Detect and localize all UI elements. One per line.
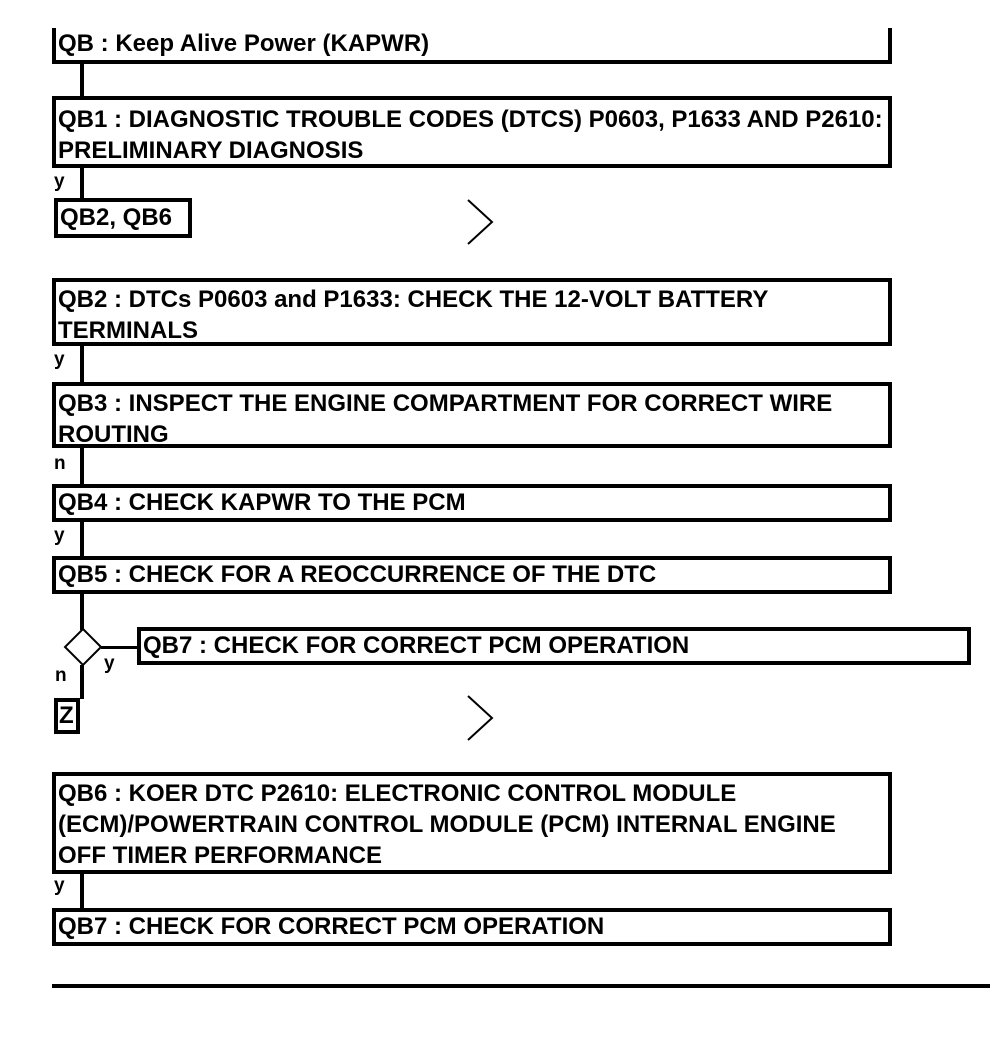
qb6-out-label: y bbox=[54, 875, 65, 896]
qb7-text: QB7 : CHECK FOR CORRECT PCM OPERATION bbox=[58, 913, 605, 940]
page-continue-icon bbox=[467, 199, 494, 245]
qb1-box: QB1 : DIAGNOSTIC TROUBLE CODES (DTCS) P0… bbox=[52, 96, 892, 168]
z-result-box: Z bbox=[54, 698, 80, 734]
connector bbox=[80, 522, 84, 558]
decision-no-label: n bbox=[55, 665, 67, 686]
decision-yes-label: y bbox=[104, 653, 115, 674]
connector bbox=[80, 874, 84, 910]
z-result: Z bbox=[59, 702, 74, 729]
connector bbox=[80, 665, 84, 699]
qb-title: QB : Keep Alive Power (KAPWR) bbox=[58, 30, 430, 57]
page-continue-icon bbox=[467, 695, 494, 741]
qb2-text: QB2 : DTCs P0603 and P1633: CHECK THE 12… bbox=[58, 286, 768, 344]
decision-diamond bbox=[63, 627, 103, 667]
qb4-text: QB4 : CHECK KAPWR TO THE PCM bbox=[58, 489, 466, 516]
qb7-branch-box: QB7 : CHECK FOR CORRECT PCM OPERATION bbox=[137, 627, 971, 665]
qb5-box: QB5 : CHECK FOR A REOCCURRENCE OF THE DT… bbox=[52, 556, 892, 594]
connector bbox=[80, 168, 84, 200]
qb5-text: QB5 : CHECK FOR A REOCCURRENCE OF THE DT… bbox=[58, 561, 657, 588]
qb1-out-label: y bbox=[54, 171, 65, 192]
qb1-result-box: QB2, QB6 bbox=[54, 198, 192, 238]
qb6-box: QB6 : KOER DTC P2610: ELECTRONIC CONTROL… bbox=[52, 772, 892, 874]
connector bbox=[80, 346, 84, 384]
qb7-branch-text: QB7 : CHECK FOR CORRECT PCM OPERATION bbox=[143, 632, 690, 659]
connector bbox=[80, 64, 84, 98]
qb-title-box: QB : Keep Alive Power (KAPWR) bbox=[52, 28, 892, 64]
qb2-box: QB2 : DTCs P0603 and P1633: CHECK THE 12… bbox=[52, 278, 892, 346]
qb3-out-label: n bbox=[54, 453, 66, 474]
branch-connector bbox=[101, 646, 139, 649]
qb2-out-label: y bbox=[54, 349, 65, 370]
qb6-text: QB6 : KOER DTC P2610: ELECTRONIC CONTROL… bbox=[58, 780, 836, 869]
connector bbox=[80, 448, 84, 486]
qb7-box: QB7 : CHECK FOR CORRECT PCM OPERATION bbox=[52, 908, 892, 946]
qb4-box: QB4 : CHECK KAPWR TO THE PCM bbox=[52, 484, 892, 522]
qb1-result: QB2, QB6 bbox=[60, 204, 173, 231]
separator-line bbox=[52, 984, 990, 988]
qb4-out-label: y bbox=[54, 525, 65, 546]
qb3-text: QB3 : INSPECT THE ENGINE COMPARTMENT FOR… bbox=[58, 390, 833, 448]
qb1-text: QB1 : DIAGNOSTIC TROUBLE CODES (DTCS) P0… bbox=[58, 106, 883, 164]
qb3-box: QB3 : INSPECT THE ENGINE COMPARTMENT FOR… bbox=[52, 382, 892, 448]
connector bbox=[80, 594, 84, 630]
